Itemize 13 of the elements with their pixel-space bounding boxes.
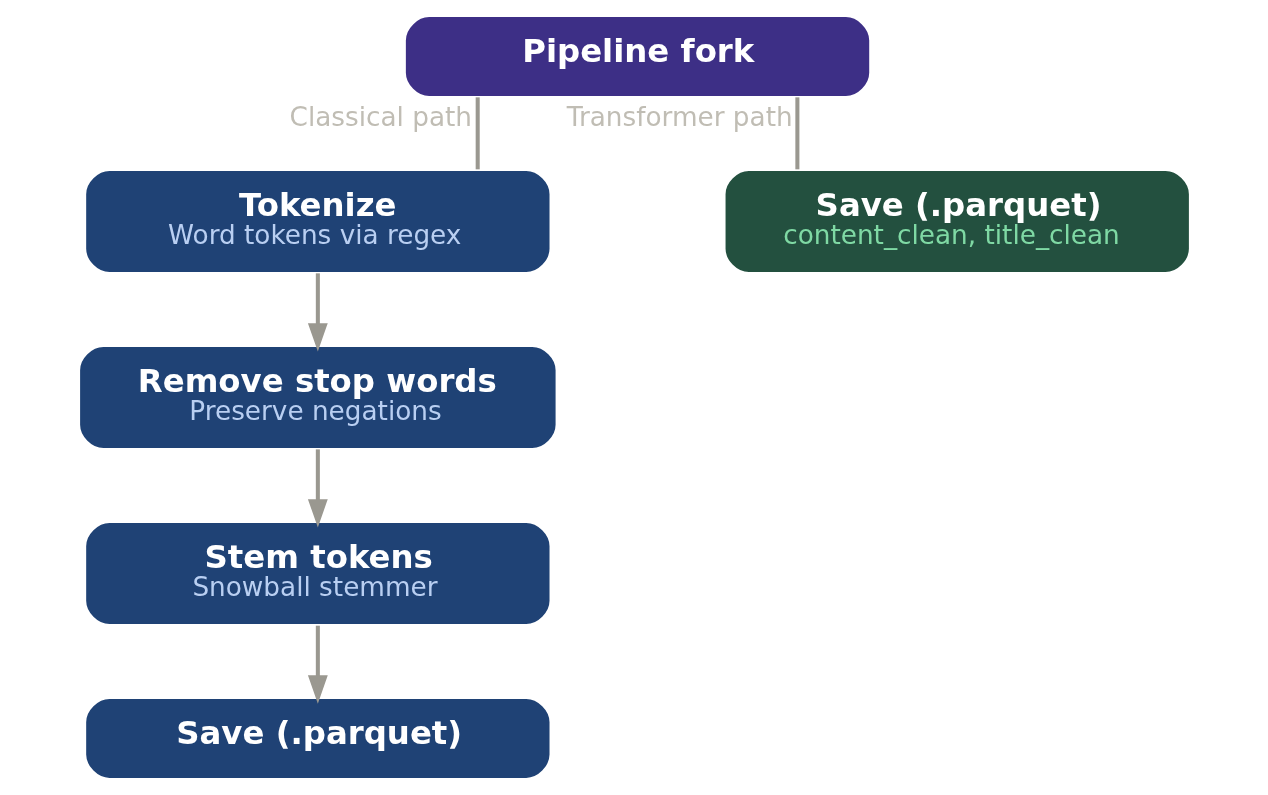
arrow [307, 449, 328, 528]
node-box: Stem tokens Snowball stemmer [83, 520, 552, 627]
connector [475, 97, 480, 170]
node-box: Remove stop words Preserve negations [77, 344, 558, 451]
edge-label: Transformer path [566, 102, 793, 133]
node-box: Tokenize Word tokens via regex [83, 168, 552, 275]
arrow [307, 625, 328, 704]
connector [794, 97, 799, 170]
node-box: Save (.parquet) content_clean, title_clean [723, 168, 1191, 275]
edge-label: Classical path [289, 102, 472, 133]
node-box: Save (.parquet) [83, 696, 552, 780]
arrow [307, 273, 328, 352]
node-box: Pipeline fork [403, 15, 871, 99]
